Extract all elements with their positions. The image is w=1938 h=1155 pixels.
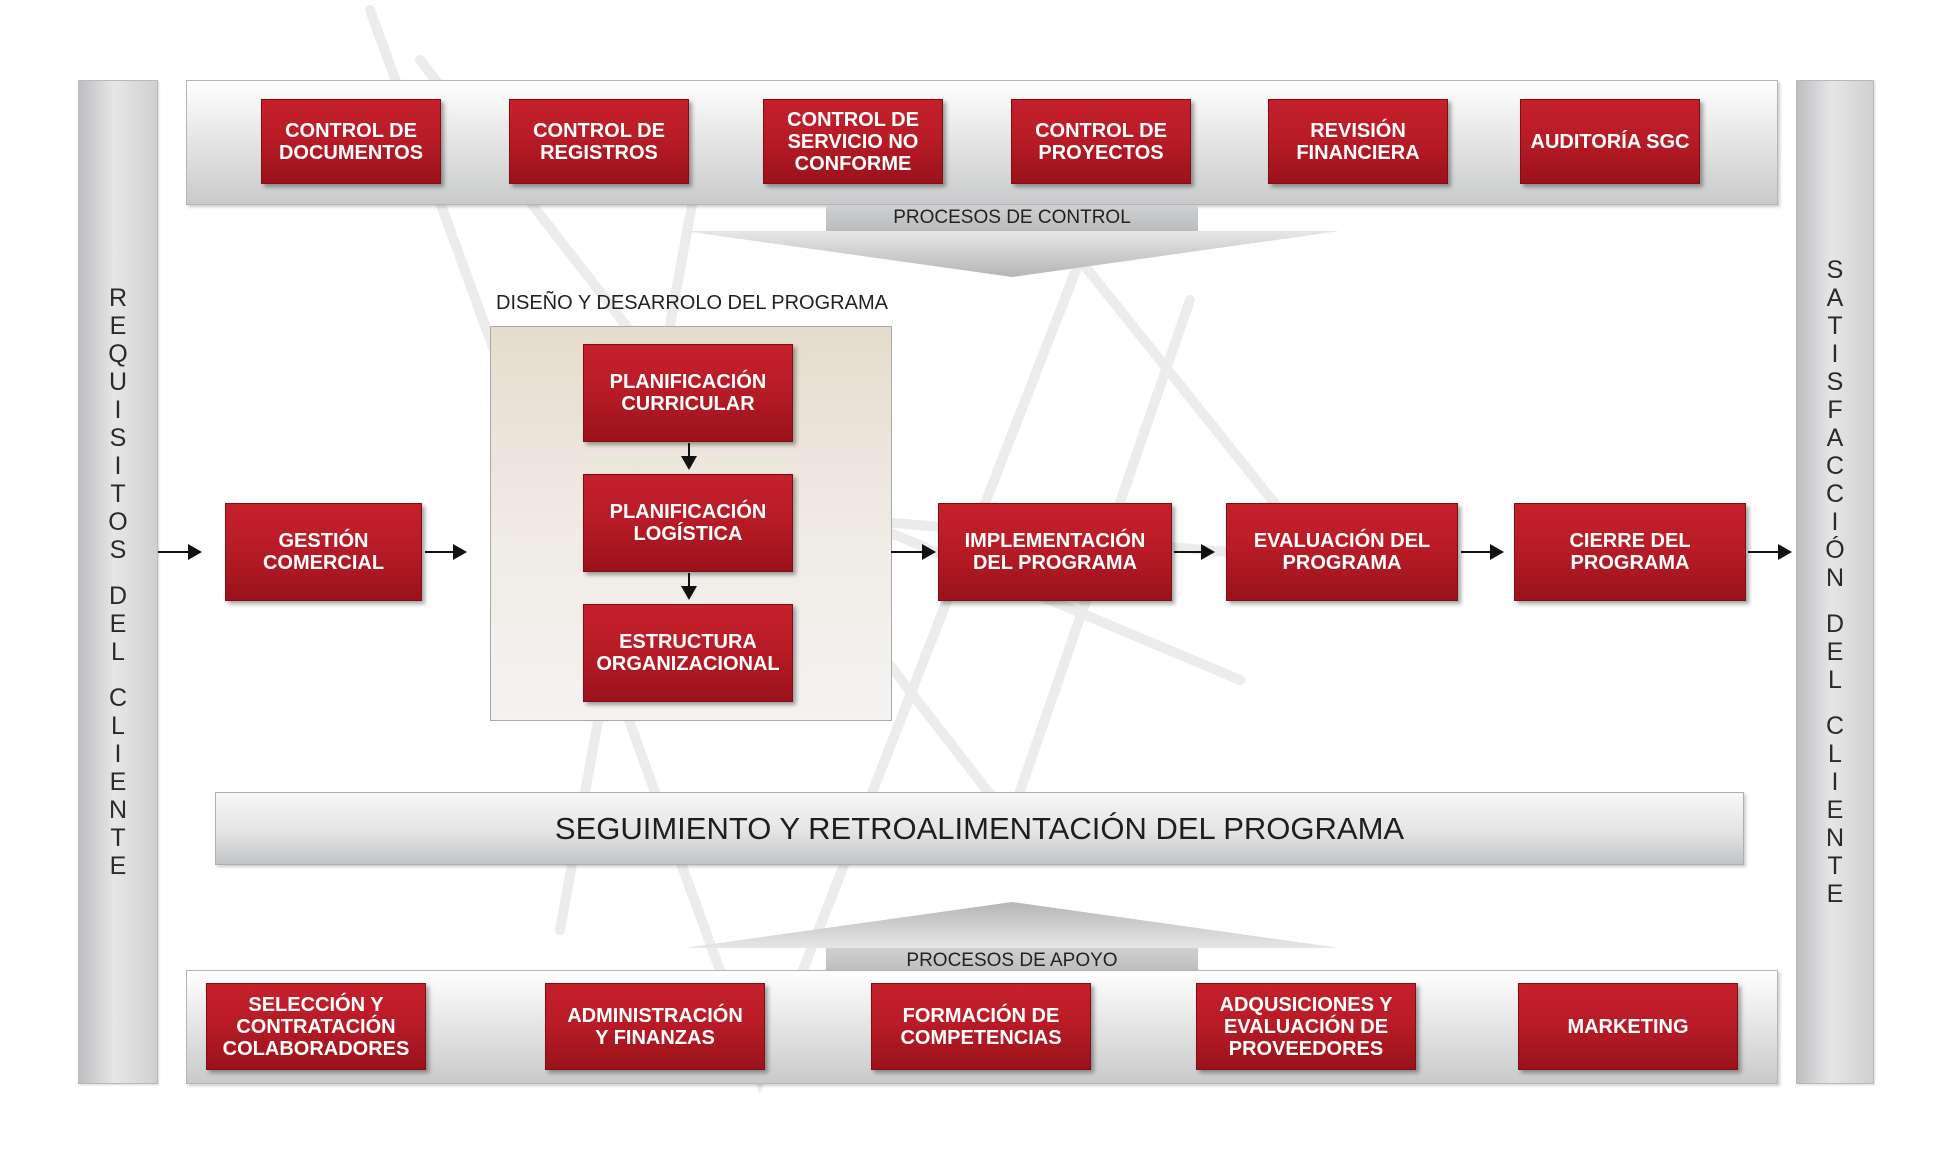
- support-up-chevron: [684, 902, 1340, 948]
- flow-box-evaluacion[interactable]: EVALUACIÓN DEL PROGRAMA: [1226, 503, 1458, 601]
- flow-box-implementacion[interactable]: IMPLEMENTACIÓN DEL PROGRAMA: [938, 503, 1172, 601]
- flow-box-cierre[interactable]: CIERRE DEL PROGRAMA: [1514, 503, 1746, 601]
- arrow-out-cierre: [1748, 544, 1792, 560]
- design-panel-title: DISEÑO Y DESARROLO DEL PROGRAMA: [496, 292, 888, 314]
- control-box-proyectos[interactable]: CONTROL DE PROYECTOS: [1011, 99, 1191, 184]
- design-box-planificacion-curricular[interactable]: PLANIFICACIÓN CURRICULAR: [583, 344, 793, 442]
- arrow-evaluacion-to-cierre: [1461, 544, 1504, 560]
- arrow-implementacion-to-evaluacion: [1174, 544, 1215, 560]
- arrow-logistica-to-estructura: [681, 573, 697, 600]
- control-box-registros[interactable]: CONTROL DE REGISTROS: [509, 99, 689, 184]
- feedback-band: SEGUIMIENTO Y RETROALIMENTACIÓN DEL PROG…: [215, 792, 1744, 865]
- support-processes-label: PROCESOS DE APOYO: [826, 948, 1198, 974]
- support-box-adquisiciones[interactable]: ADQUSICIONES Y EVALUACIÓN DE PROVEEDORES: [1196, 983, 1416, 1070]
- support-box-seleccion[interactable]: SELECCIÓN Y CONTRATACIÓN COLABORADORES: [206, 983, 426, 1070]
- arrow-into-gestion: [158, 544, 202, 560]
- control-box-auditoria-sgc[interactable]: AUDITORÍA SGC: [1520, 99, 1700, 184]
- control-box-revision-financiera[interactable]: REVISIÓN FINANCIERA: [1268, 99, 1448, 184]
- support-box-formacion[interactable]: FORMACIÓN DE COMPETENCIAS: [871, 983, 1091, 1070]
- control-box-servicio-no-conforme[interactable]: CONTROL DE SERVICIO NO CONFORME: [763, 99, 943, 184]
- flow-box-gestion-comercial[interactable]: GESTIÓN COMERCIAL: [225, 503, 422, 601]
- support-box-marketing[interactable]: MARKETING: [1518, 983, 1738, 1070]
- control-down-chevron: [684, 231, 1340, 277]
- design-box-estructura-organizacional[interactable]: ESTRUCTURA ORGANIZACIONAL: [583, 604, 793, 702]
- arrow-design-to-implementacion: [891, 544, 936, 560]
- arrow-gestion-to-design: [425, 544, 467, 560]
- arrow-curricular-to-logistica: [681, 443, 697, 470]
- feedback-text: SEGUIMIENTO Y RETROALIMENTACIÓN DEL PROG…: [554, 810, 1405, 846]
- control-box-documentos[interactable]: CONTROL DE DOCUMENTOS: [261, 99, 441, 184]
- design-box-planificacion-logistica[interactable]: PLANIFICACIÓN LOGÍSTICA: [583, 474, 793, 572]
- control-processes-label: PROCESOS DE CONTROL: [826, 205, 1198, 231]
- control-processes-band: [186, 80, 1778, 205]
- support-box-administracion[interactable]: ADMINISTRACIÓN Y FINANZAS: [545, 983, 765, 1070]
